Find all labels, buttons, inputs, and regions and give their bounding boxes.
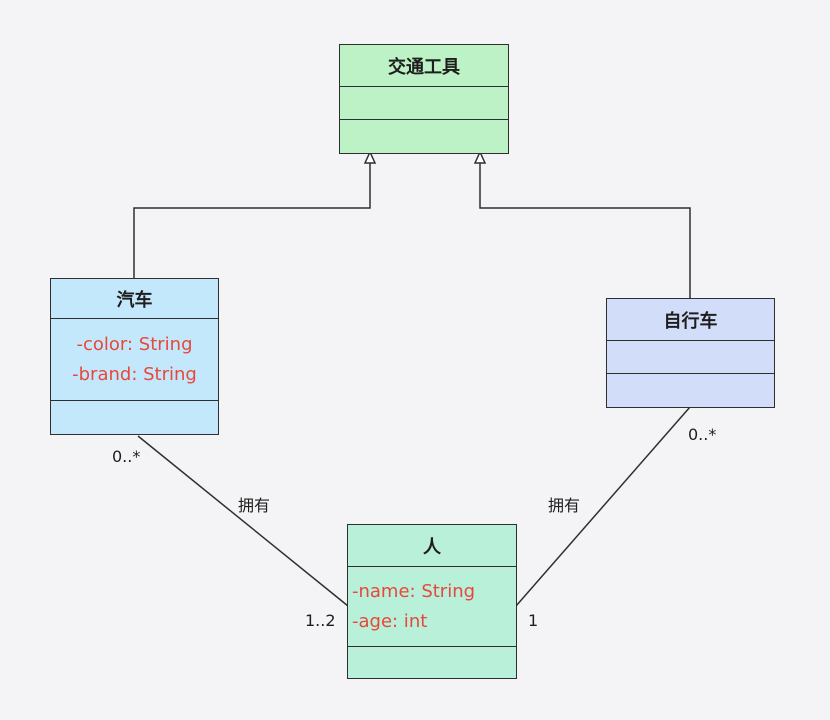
class-person-attribute: -name: String <box>352 580 476 602</box>
class-car-attribute: -brand: String <box>72 363 197 385</box>
multiplicity-bicycle: 0..* <box>688 425 717 444</box>
class-car-attributes: -color: String -brand: String <box>51 319 218 401</box>
multiplicity-person-car: 1..2 <box>305 611 336 630</box>
class-car-methods <box>51 401 218 433</box>
class-vehicle-methods <box>340 120 508 153</box>
class-person-attributes: -name: String -age: int <box>348 567 516 647</box>
class-bicycle-methods <box>607 374 774 407</box>
class-bicycle-name: 自行车 <box>607 299 774 341</box>
association-label-car-person: 拥有 <box>238 496 271 515</box>
association-line-car-person <box>137 435 349 607</box>
class-person-attribute: -age: int <box>352 610 428 632</box>
class-car-attribute: -color: String <box>76 333 193 355</box>
association-label-bicycle-person: 拥有 <box>548 496 581 515</box>
class-vehicle-name: 交通工具 <box>340 45 508 87</box>
multiplicity-person-bicycle: 1 <box>528 611 539 630</box>
class-bicycle-attributes <box>607 341 774 374</box>
multiplicity-car: 0..* <box>112 447 141 466</box>
class-bicycle[interactable]: 自行车 <box>606 298 775 408</box>
class-car[interactable]: 汽车 -color: String -brand: String <box>50 278 219 435</box>
class-vehicle[interactable]: 交通工具 <box>339 44 509 154</box>
class-person-methods <box>348 647 516 677</box>
class-car-name: 汽车 <box>51 279 218 319</box>
inheritance-line-car <box>133 162 371 279</box>
class-person-name: 人 <box>348 525 516 567</box>
class-person[interactable]: 人 -name: String -age: int <box>347 524 517 679</box>
inheritance-arrow-car <box>363 150 377 164</box>
class-vehicle-attributes <box>340 87 508 120</box>
inheritance-arrow-bicycle <box>473 150 487 164</box>
association-line-bicycle-person <box>515 406 691 607</box>
inheritance-line-bicycle <box>479 162 691 299</box>
